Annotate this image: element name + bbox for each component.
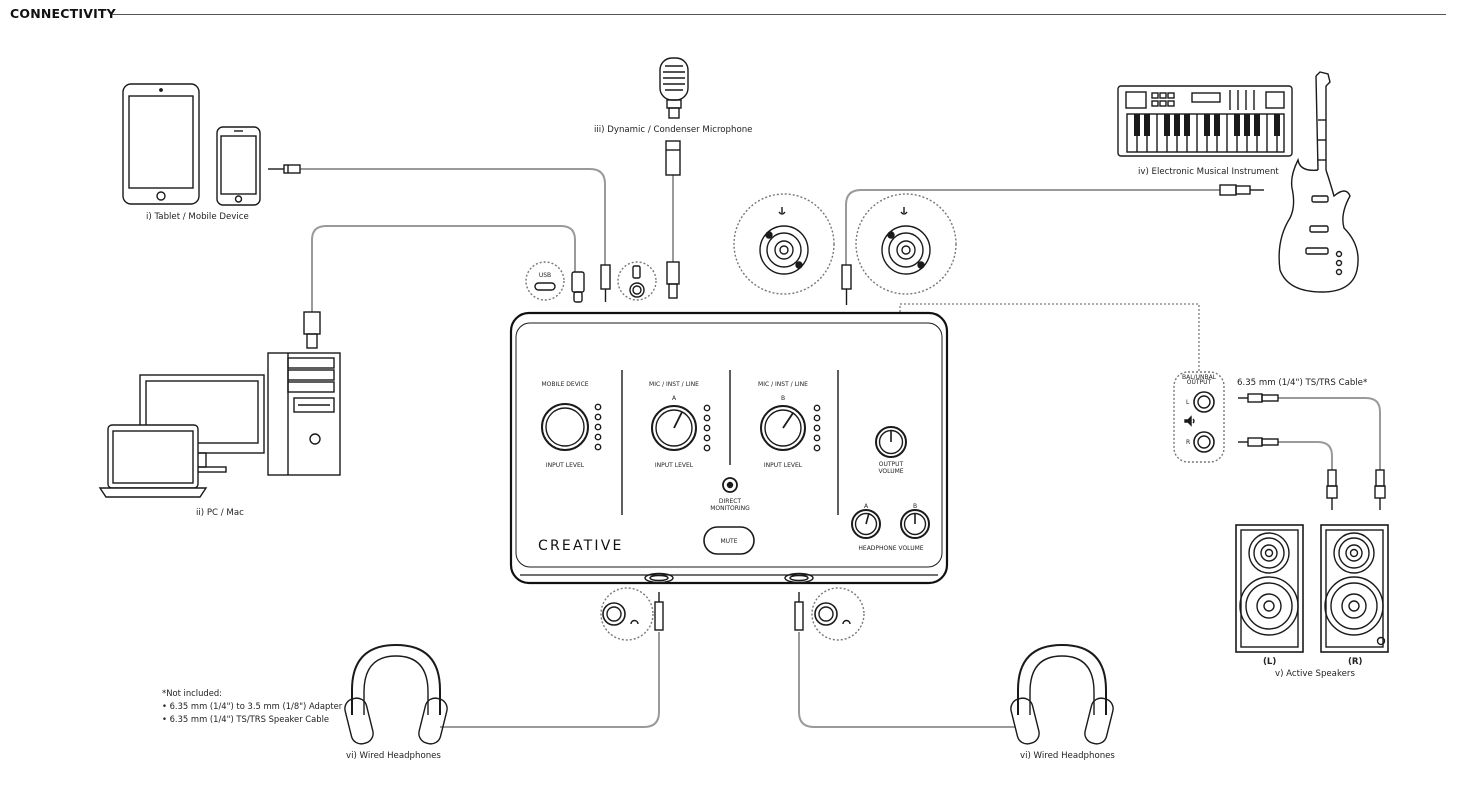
mobile-level-meter bbox=[594, 403, 602, 451]
label-trs-cable: 6.35 mm (1/4") TS/TRS Cable* bbox=[1237, 378, 1368, 388]
tablet-icon bbox=[122, 83, 200, 205]
volume-label: VOLUME bbox=[878, 468, 903, 475]
xlr-plug-bottom-icon bbox=[666, 261, 680, 299]
pc-tower-icon bbox=[267, 352, 341, 476]
audio-interface-body bbox=[509, 311, 949, 585]
input-level-label-2: INPUT LEVEL bbox=[655, 462, 694, 469]
cable-headphones-b bbox=[798, 632, 1015, 728]
headphone-jack-b-inset bbox=[811, 587, 865, 641]
trs-plug-left-icon bbox=[1238, 393, 1279, 403]
headphones-right-icon bbox=[1010, 643, 1114, 745]
trrs-plug-icon bbox=[600, 264, 611, 302]
channel-b-title: MIC / INST / LINE bbox=[758, 381, 808, 388]
bal-unbal-output-inset bbox=[1173, 371, 1225, 463]
usb-a-plug-icon bbox=[303, 311, 321, 349]
bal-unbal-label: BAL/UNBAL bbox=[1182, 374, 1217, 381]
headphone-port-a-front bbox=[644, 572, 674, 584]
label-speaker-right: (R) bbox=[1348, 657, 1363, 667]
label-tablet-mobile: i) Tablet / Mobile Device bbox=[146, 212, 249, 222]
usb-c-plug-icon bbox=[571, 271, 585, 303]
mobile-phone-icon bbox=[216, 126, 261, 206]
headphone-a-letter: A bbox=[864, 503, 869, 510]
cables bbox=[300, 168, 1381, 728]
headphone-plug-b-icon bbox=[794, 592, 804, 631]
label-microphone: iii) Dynamic / Condenser Microphone bbox=[594, 125, 753, 135]
note-title: *Not included: bbox=[162, 688, 223, 698]
label-speakers: v) Active Speakers bbox=[1275, 669, 1355, 679]
label-headphones-right: vi) Wired Headphones bbox=[1020, 751, 1115, 761]
output-volume-knob[interactable] bbox=[875, 426, 907, 458]
instrument-jack-plug-icon bbox=[841, 264, 852, 305]
channel-a-level-meter bbox=[703, 404, 711, 452]
output-l-label: L bbox=[1186, 399, 1190, 406]
mute-button[interactable] bbox=[703, 526, 755, 555]
mobile-port-inset bbox=[617, 261, 657, 301]
headphone-a-knob[interactable] bbox=[851, 509, 881, 539]
usb-c-port-inset bbox=[525, 261, 565, 301]
not-included-note: *Not included: • 6.35 mm (1/4") to 3.5 m… bbox=[162, 687, 342, 726]
direct-monitoring-button[interactable] bbox=[722, 477, 738, 493]
cable-instrument bbox=[845, 189, 1220, 265]
channel-a-knob[interactable] bbox=[651, 405, 697, 451]
channel-b-letter: B bbox=[781, 395, 785, 402]
headphones-left-icon bbox=[344, 643, 448, 745]
channel-a-letter: A bbox=[672, 395, 677, 402]
mobile-input-knob[interactable] bbox=[541, 403, 589, 451]
label-pc-mac: ii) PC / Mac bbox=[196, 508, 244, 518]
trs-plug-speaker-right-icon bbox=[1374, 469, 1386, 510]
note-item-adapter: • 6.35 mm (1/4") to 3.5 mm (1/8") Adapte… bbox=[162, 701, 343, 711]
label-speaker-left: (L) bbox=[1263, 657, 1277, 667]
title-rule bbox=[112, 14, 1446, 15]
label-instrument: iv) Electronic Musical Instrument bbox=[1138, 167, 1279, 177]
headphone-b-letter: B bbox=[913, 503, 917, 510]
headphone-jack-a-inset bbox=[600, 587, 654, 641]
instrument-cable-plug-icon bbox=[1219, 184, 1264, 196]
channel-a-title: MIC / INST / LINE bbox=[649, 381, 699, 388]
headphone-plug-a-icon bbox=[654, 592, 664, 631]
cable-usb-to-pc bbox=[311, 225, 576, 312]
speaker-right-icon bbox=[1320, 524, 1389, 653]
electric-guitar-icon bbox=[1278, 71, 1359, 293]
cable-speaker-left bbox=[1278, 397, 1381, 470]
cable-headphones-a bbox=[440, 632, 660, 728]
laptop-icon bbox=[98, 424, 208, 498]
channel-b-level-meter bbox=[813, 404, 821, 452]
channel-b-knob[interactable] bbox=[760, 405, 806, 451]
cable-speaker-right bbox=[1278, 441, 1333, 470]
trs-plug-right-icon bbox=[1238, 437, 1279, 447]
combo-jack-b-inset bbox=[855, 193, 957, 295]
headphone-port-b-front bbox=[784, 572, 814, 584]
headphone-volume-label: HEADPHONE VOLUME bbox=[858, 545, 923, 552]
xlr-plug-top-icon bbox=[665, 140, 681, 176]
mobile-device-label: MOBILE DEVICE bbox=[541, 381, 588, 388]
monitoring-label: MONITORING bbox=[710, 505, 750, 512]
direct-label: DIRECT bbox=[719, 498, 742, 505]
creative-logo: CREATIVE bbox=[538, 538, 624, 554]
trs-plug-speaker-left-icon bbox=[1326, 469, 1338, 510]
cable-mobile-to-phone-jack bbox=[300, 168, 606, 265]
output-r-label: R bbox=[1186, 439, 1190, 446]
input-level-label-1: INPUT LEVEL bbox=[546, 462, 585, 469]
mute-label: MUTE bbox=[720, 538, 737, 545]
page-title: CONNECTIVITY bbox=[10, 6, 116, 21]
dashed-output-guide bbox=[899, 303, 1200, 372]
keyboard-icon bbox=[1117, 85, 1293, 157]
input-level-label-3: INPUT LEVEL bbox=[764, 462, 803, 469]
usb-label: USB bbox=[539, 272, 551, 279]
combo-jack-a-inset bbox=[733, 193, 835, 295]
note-item-speaker-cable: • 6.35 mm (1/4") TS/TRS Speaker Cable bbox=[162, 714, 330, 724]
output-jack-label: OUTPUT bbox=[1187, 379, 1212, 386]
speaker-left-icon bbox=[1235, 524, 1304, 653]
headphone-b-knob[interactable] bbox=[900, 509, 930, 539]
microphone-icon bbox=[659, 57, 689, 119]
output-label: OUTPUT bbox=[879, 461, 904, 468]
label-headphones-left: vi) Wired Headphones bbox=[346, 751, 441, 761]
mini-jack-plug-icon bbox=[268, 164, 301, 174]
